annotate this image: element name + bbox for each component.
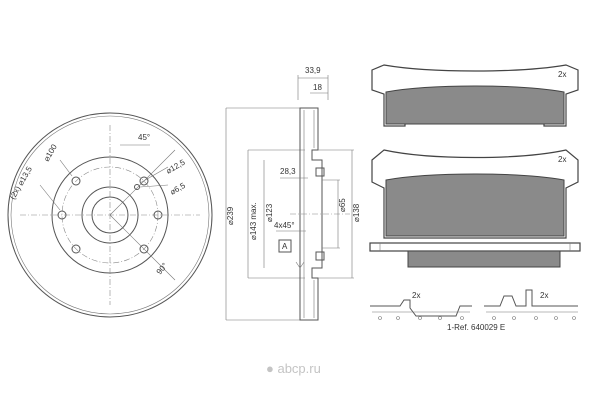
hole-12-5-label: ⌀12,5 [165,157,188,175]
dia-100-leader [59,159,73,177]
clip-right-rivet-5 [572,316,576,320]
angle-ray-45 [109,149,176,216]
clip-right-rivet-1 [492,316,496,320]
watermark-text: ● abcp.ru [266,361,321,376]
clip-right-rivet-4 [554,316,558,320]
pad-upper-qty: 2x [558,70,566,79]
hole-13-5-label: (2x) ⌀13,5 [8,165,34,201]
locating-hole-left [57,210,67,220]
pad-side-friction [407,250,561,268]
dia-6-5-leader [139,184,169,188]
clip-left-rivet-3 [418,316,422,320]
bolt-hole-1 [139,176,149,186]
brake-pad-lower: 2x [371,149,579,239]
brake-pad-upper: 2x [371,64,579,127]
pad-side-backplate [369,242,581,252]
dim-239-label: ⌀239 [226,206,235,225]
dim-28-3-label: 28,3 [280,167,296,176]
dim-65-label: ⌀65 [338,198,347,212]
clip-right [484,289,578,307]
pad-lower-friction [385,173,565,237]
dim-123-label: ⌀123 [265,203,274,222]
chamfer-label: 4x45° [274,221,295,230]
bolt-circle-label: ⌀100 [42,142,59,163]
clip-left-rivet-4 [438,316,442,320]
pad-upper-friction [385,85,565,125]
clip-left-rivet-5 [460,316,464,320]
bolt-hole-3 [71,244,81,254]
bolt-hole-4 [139,244,149,254]
clip-right-rivet-3 [534,316,538,320]
small-threaded-hole [134,184,140,190]
datum-arrow [295,261,305,269]
dim-33-9-label: 33,9 [305,66,321,75]
dim-18-label: 18 [313,83,322,92]
datum-box [278,239,292,253]
anti-rattle-clips: 2x 2x 1-Ref. 640029 E [370,289,578,332]
clip-right-qty: 2x [540,291,548,300]
locating-hole-right [153,210,163,220]
pad-lower-qty: 2x [558,155,566,164]
clip-left [370,299,472,317]
bolt-hole-section-bottom [315,251,325,261]
hole-6-5-label: ⌀6,5 [169,181,188,197]
dim-138-label: ⌀138 [352,203,361,222]
disc-front-view: 45° ⌀100 (2x) ⌀13,5 ⌀12,5 ⌀6,5 90° [7,112,213,318]
clip-right-rivet-2 [512,316,516,320]
clip-left-qty: 2x [412,291,420,300]
bolt-hole-2 [71,176,81,186]
angle-45-label: 45° [138,133,150,142]
disc-outer-edge-inner-line [10,115,210,315]
brake-pad-side-view [369,242,581,268]
clip-left-rivet-2 [396,316,400,320]
angle-ray-90 [109,214,176,281]
bolt-hole-section-top [315,167,325,177]
angle-90-label: 90° [155,261,170,276]
disc-outer-edge [7,112,213,318]
dia-12-5-leader [139,166,169,184]
datum-label: A [282,242,288,251]
clip-left-rivet-1 [378,316,382,320]
disc-section-view: 33,9 18 ⌀239 ⌀143 max. ⌀123 28,3 4x45° ⌀… [225,66,361,321]
dim-143-label: ⌀143 max. [249,202,258,240]
reference-label: 1-Ref. 640029 E [447,323,505,332]
dia-13-5-leader [39,184,61,211]
